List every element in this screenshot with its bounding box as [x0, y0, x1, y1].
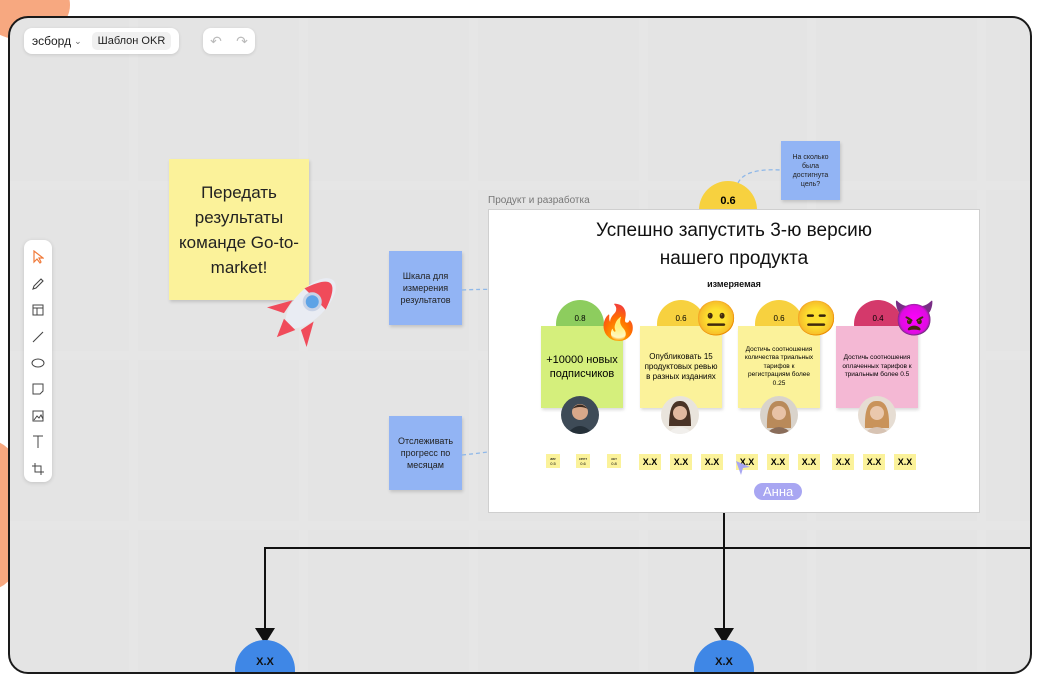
avatar	[858, 396, 896, 434]
scale-note-text: Шкала для измерения результатов	[400, 271, 451, 305]
question-note-text: На сколько была достигнута цель?	[792, 153, 829, 188]
history-controls: ↶ ↷	[203, 28, 255, 54]
month-value: 0.6	[580, 461, 586, 466]
collaborator-name-tag: Анна	[754, 483, 803, 500]
flow-node-label: X.X	[715, 656, 733, 668]
kr-text: Достичь соотношения оплаченных тарифов к…	[842, 354, 912, 379]
whiteboard-canvas[interactable]: эсборд ⌄ Шаблон OKR ↶ ↷	[8, 16, 1032, 674]
left-toolbar	[24, 240, 52, 482]
scale-sticky-note[interactable]: Шкала для измерения результатов	[389, 251, 462, 325]
template-icon[interactable]	[27, 300, 49, 320]
month-label: авг	[550, 456, 556, 461]
flow-node-label: X.X	[256, 656, 274, 668]
avatar	[661, 396, 699, 434]
track-sticky-note[interactable]: Отслеживать прогресс по месяцам	[389, 416, 462, 490]
fire-icon: 🔥	[597, 304, 640, 342]
frame-icon[interactable]	[27, 459, 49, 479]
line-icon[interactable]	[27, 326, 49, 346]
progress-cell[interactable]: X.X	[798, 454, 820, 470]
rocket-icon[interactable]	[260, 258, 356, 354]
kr-score: 0.6	[773, 314, 785, 323]
ellipse-icon[interactable]	[27, 353, 49, 373]
board-title-line1: Успешно запустить 3-ю версию	[595, 220, 873, 241]
angry-devil-icon: 👿	[893, 300, 936, 338]
progress-cell[interactable]: X.X	[639, 454, 661, 470]
pointer-icon[interactable]	[27, 247, 49, 267]
board-menu[interactable]: эсборд ⌄ Шаблон OKR	[24, 28, 180, 54]
kr-sticky-note[interactable]: Опубликовать 15 продуктовых ревью в разн…	[640, 326, 722, 408]
kr-score: 0.8	[574, 314, 586, 323]
month-label: окт	[611, 456, 617, 461]
kr-sticky-note[interactable]: Достичь соотношения количества триальных…	[738, 326, 820, 408]
kr-score: 0.6	[675, 314, 687, 323]
progress-cell[interactable]: X.X	[894, 454, 916, 470]
progress-cell[interactable]: X.X	[863, 454, 885, 470]
okr-board[interactable]: Успешно запустить 3-ю версию нашего прод…	[488, 209, 980, 513]
kr-sticky-note[interactable]: Достичь соотношения оплаченных тарифов к…	[836, 326, 918, 408]
pen-icon[interactable]	[27, 273, 49, 293]
kr-score: 0.4	[872, 314, 884, 323]
app-name[interactable]: эсборд	[32, 34, 72, 48]
text-icon[interactable]	[27, 432, 49, 452]
main-sticky-note[interactable]: Передать результаты команде Go-to-market…	[169, 159, 309, 300]
progress-cell[interactable]: X.X	[767, 454, 789, 470]
avatar	[760, 396, 798, 434]
track-note-text: Отслеживать прогресс по месяцам	[397, 436, 454, 470]
board-subtitle: измеряемая	[707, 279, 761, 289]
board-title-line2: нашего продукта	[659, 248, 809, 269]
undo-icon[interactable]: ↶	[210, 32, 222, 49]
kr-text: Опубликовать 15 продуктовых ревью в разн…	[644, 352, 718, 381]
avatar	[561, 396, 599, 434]
kr-sticky-note[interactable]: +10000 новых подписчиков	[541, 326, 623, 408]
template-chip[interactable]: Шаблон OKR	[91, 32, 172, 50]
collaborator-cursor-icon	[735, 460, 751, 481]
chevron-down-icon[interactable]: ⌄	[74, 35, 82, 46]
progress-cell[interactable]: X.X	[670, 454, 692, 470]
frame-label[interactable]: Продукт и разработка	[488, 195, 590, 206]
sticky-note-icon[interactable]	[27, 379, 49, 399]
kr-text: Достичь соотношения количества триальных…	[744, 345, 814, 387]
main-sticky-text: Передать результаты команде Go-to-market…	[179, 182, 299, 277]
image-icon[interactable]	[27, 406, 49, 426]
redo-icon[interactable]: ↷	[236, 32, 248, 49]
progress-cell[interactable]: X.X	[832, 454, 854, 470]
kr-text: +10000 новых подписчиков	[546, 354, 618, 380]
neutral-face-icon: 😐	[695, 300, 738, 338]
month-value: 0.8	[611, 461, 617, 466]
question-sticky-note[interactable]: На сколько была достигнута цель?	[781, 141, 840, 200]
expressionless-face-icon: 😑	[795, 300, 838, 338]
overall-score-value: 0.6	[720, 195, 736, 207]
month-label: сент	[578, 456, 588, 461]
progress-cell[interactable]: X.X	[701, 454, 723, 470]
month-value: 0.5	[550, 461, 556, 466]
